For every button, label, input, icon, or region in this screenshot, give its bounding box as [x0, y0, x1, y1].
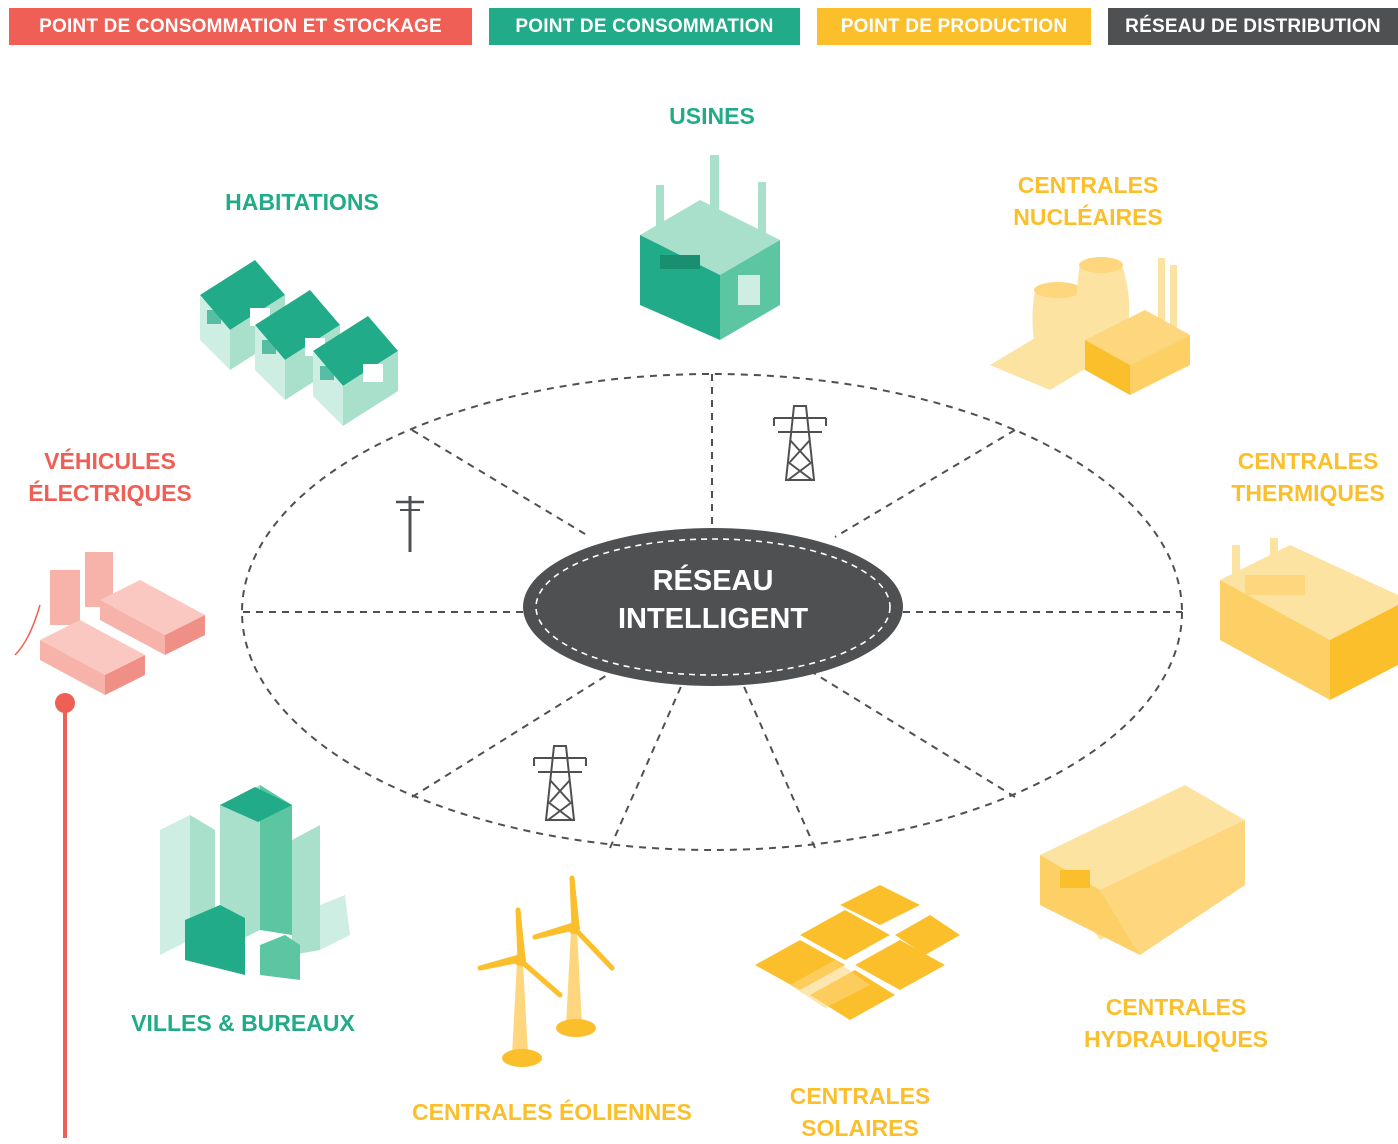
- label-hydrauliques-line2: HYDRAULIQUES: [1083, 1026, 1268, 1052]
- label-villes-line1: VILLES & BUREAUX: [131, 1010, 355, 1036]
- utility-pole-icon: [396, 496, 424, 552]
- factory-icon: [640, 155, 780, 340]
- nuclear-plant-icon: [990, 257, 1190, 395]
- legend-consumption: POINT DE CONSOMMATION: [489, 8, 800, 45]
- label-thermiques-line2: THERMIQUES: [1231, 480, 1385, 506]
- label-usines: USINES: [612, 100, 812, 132]
- label-nucleaires: CENTRALES NUCLÉAIRES: [988, 169, 1188, 233]
- storage-timeline-dot: [55, 693, 75, 713]
- legend-consumption-label: POINT DE CONSOMMATION: [515, 15, 774, 37]
- center-line1: RÉSEAU: [653, 563, 774, 597]
- label-hydrauliques: CENTRALES HYDRAULIQUES: [1066, 991, 1286, 1055]
- houses-icon: [200, 260, 398, 426]
- legend-production: POINT DE PRODUCTION: [817, 8, 1091, 45]
- label-usines-line1: USINES: [669, 103, 755, 129]
- label-vehicules-line1: VÉHICULES: [44, 448, 176, 474]
- solar-panels-icon: [755, 885, 960, 1020]
- label-thermiques: CENTRALES THERMIQUES: [1208, 445, 1398, 509]
- label-habitations-line1: HABITATIONS: [225, 189, 379, 215]
- label-habitations: HABITATIONS: [200, 186, 404, 218]
- label-hydrauliques-line1: CENTRALES: [1105, 994, 1247, 1020]
- hydro-dam-icon: [1040, 785, 1245, 955]
- legend-network-label: RÉSEAU DE DISTRIBUTION: [1125, 15, 1381, 37]
- legend-production-label: POINT DE PRODUCTION: [840, 15, 1068, 37]
- legend-storage: POINT DE CONSOMMATION ET STOCKAGE: [9, 8, 472, 45]
- label-vehicules-line2: ÉLECTRIQUES: [28, 480, 192, 506]
- label-eoliennes-line1: CENTRALES ÉOLIENNES: [412, 1099, 692, 1125]
- legend-storage-label: POINT DE CONSOMMATION ET STOCKAGE: [39, 15, 442, 37]
- label-nucleaires-line1: CENTRALES: [1017, 172, 1159, 198]
- electric-cars-icon: [14, 552, 205, 695]
- network-spokes: [243, 374, 1182, 849]
- wind-turbines-icon: [477, 875, 615, 1067]
- label-thermiques-line1: CENTRALES: [1237, 448, 1379, 474]
- pylon-icon: [773, 405, 827, 481]
- center-hub: [523, 528, 903, 686]
- label-solaires-line1: CENTRALES: [789, 1083, 931, 1109]
- label-solaires-line2: SOLAIRES: [801, 1115, 919, 1141]
- center-hub-inner-ring: [535, 538, 891, 676]
- city-buildings-icon: [160, 785, 350, 980]
- label-nucleaires-line2: NUCLÉAIRES: [1013, 204, 1163, 230]
- pylon-icon: [533, 745, 587, 821]
- label-solaires: CENTRALES SOLAIRES: [760, 1080, 960, 1144]
- label-vehicules: VÉHICULES ÉLECTRIQUES: [10, 445, 210, 509]
- label-villes: VILLES & BUREAUX: [123, 1007, 363, 1039]
- center-line2: INTELLIGENT: [618, 603, 808, 635]
- legend-network: RÉSEAU DE DISTRIBUTION: [1108, 8, 1398, 45]
- label-eoliennes: CENTRALES ÉOLIENNES: [412, 1096, 692, 1128]
- thermal-plant-icon: [1220, 538, 1398, 700]
